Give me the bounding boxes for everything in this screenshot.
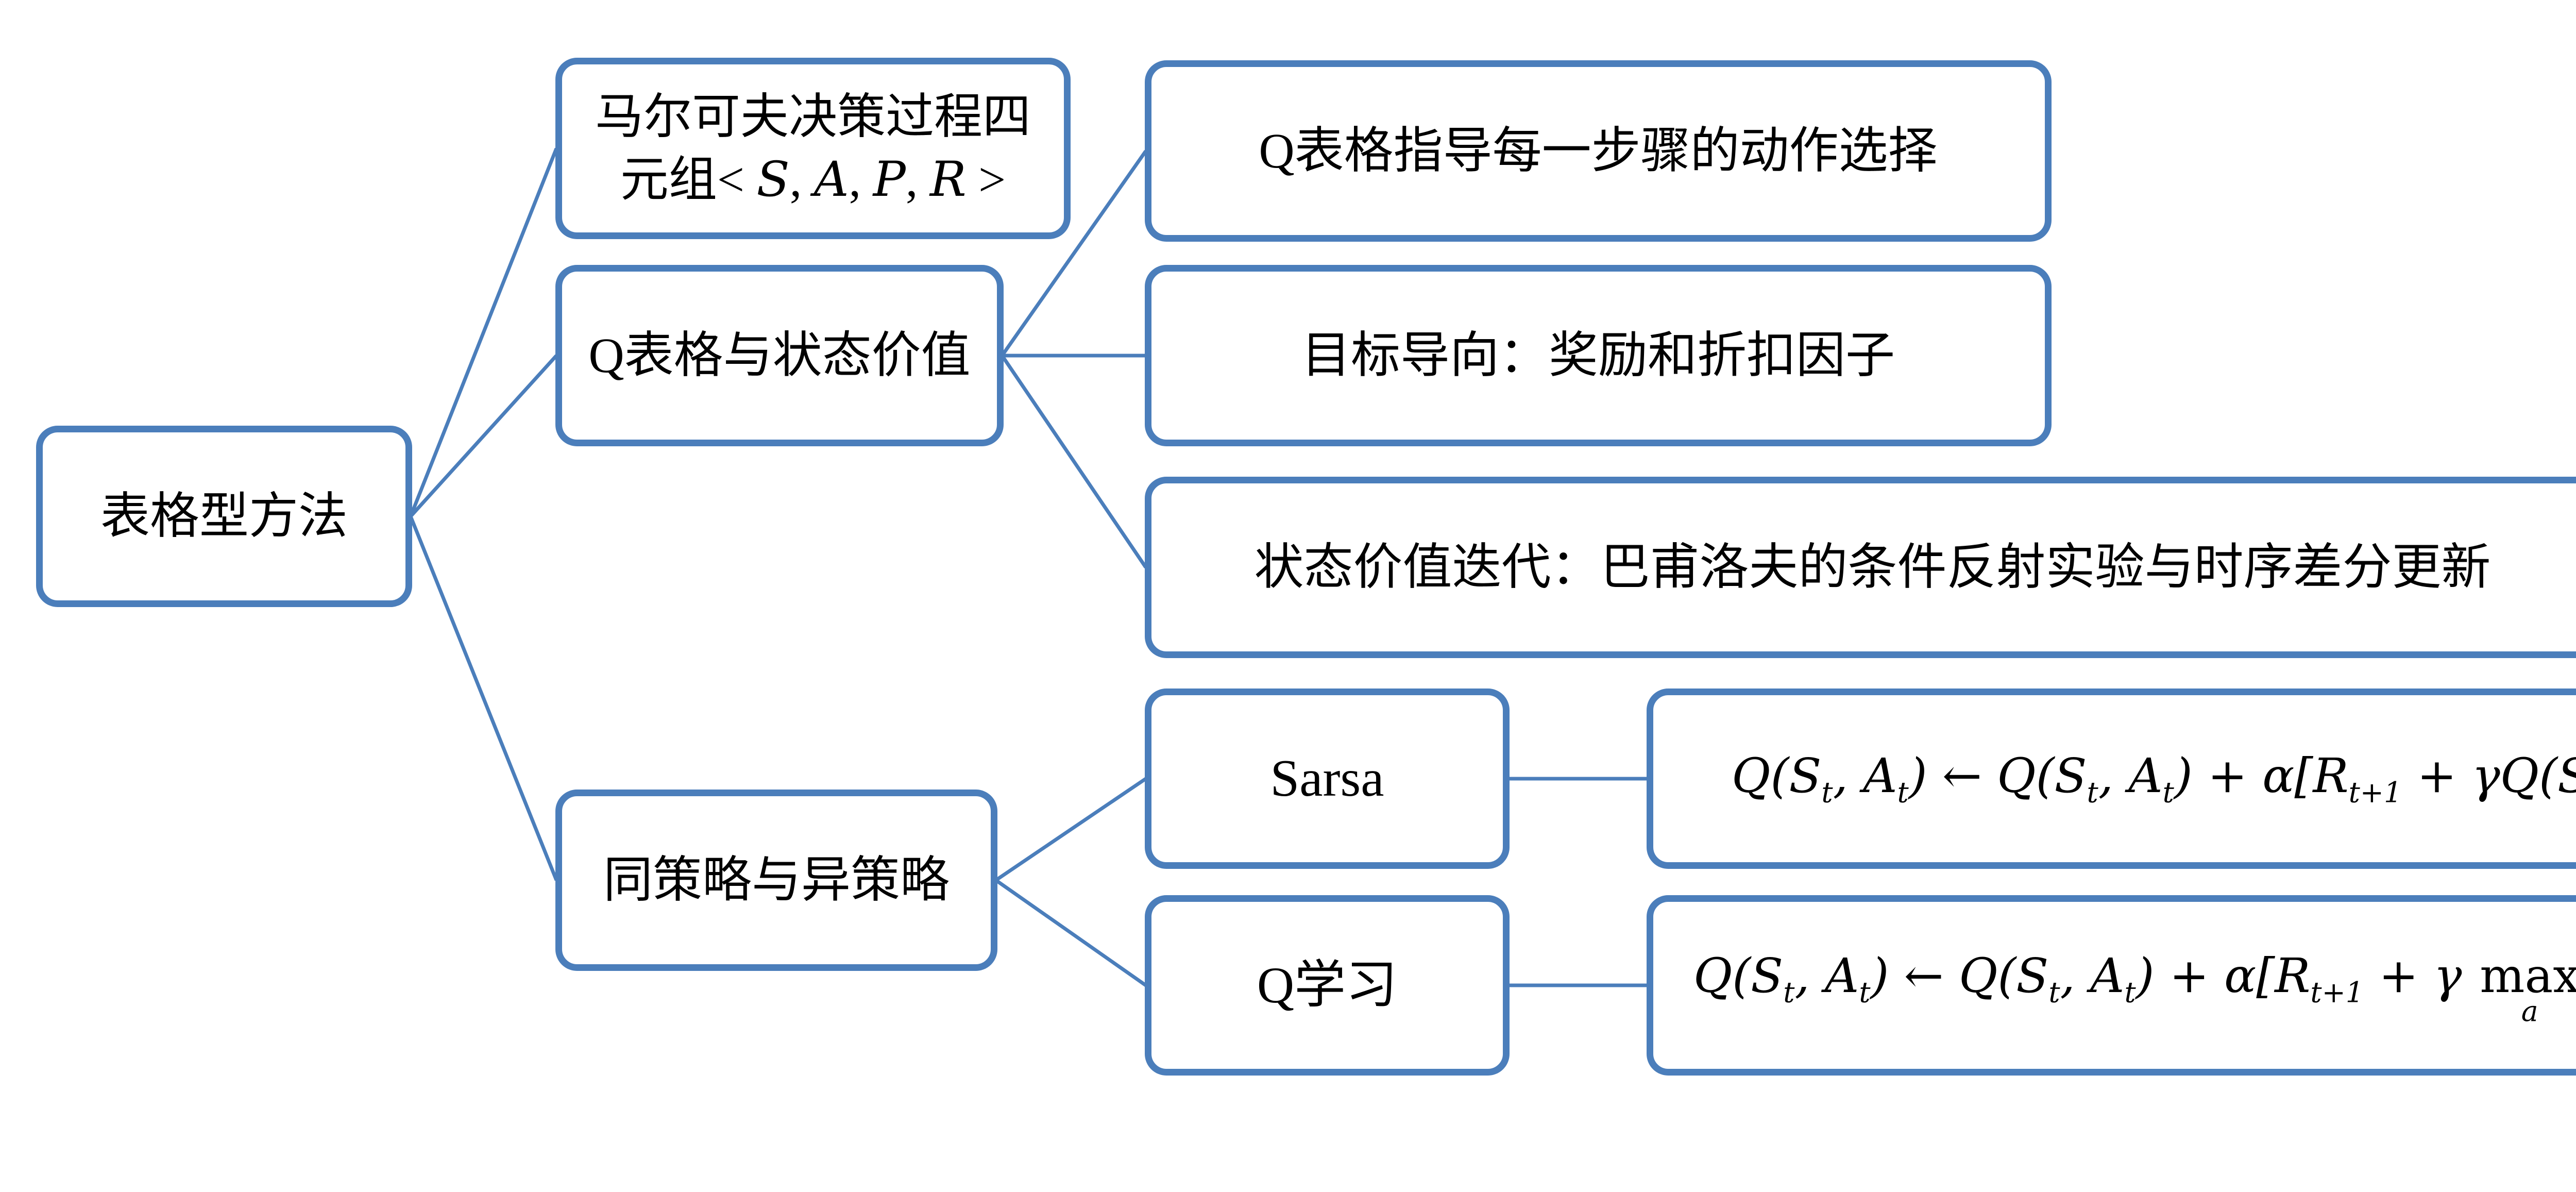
node-mdp-tuple-line1: 马尔可夫决策过程四 — [595, 90, 1031, 144]
node-qtable-guides-actions: Q表格指导每一步骤的动作选择 — [1145, 60, 2052, 242]
node-state-value-iteration: 状态价值迭代：巴甫洛夫的条件反射实验与时序差分更新 — [1145, 477, 2576, 658]
node-mdp-tuple: 马尔可夫决策过程四 元组< S, A, P, R > — [555, 58, 1071, 239]
node-qlearning-label: Q学习 — [1257, 956, 1398, 1014]
node-sarsa-formula: Q(St, At) ← Q(St, At) + α[Rt+1 + γQ(St+1… — [1647, 689, 2576, 869]
connector-policy-sarsa — [995, 777, 1147, 882]
node-goal-oriented: 目标导向：奖励和折扣因子 — [1145, 265, 2052, 446]
node-qtable-guides-actions-label: Q表格指导每一步骤的动作选择 — [1259, 123, 1938, 178]
node-sarsa-formula-text: Q(St, At) ← Q(St, At) + α[Rt+1 + γQ(St+1… — [1732, 748, 2576, 810]
node-mdp-tuple-line2: 元组< S, A, P, R > — [620, 152, 1006, 208]
node-qtable-state-value: Q表格与状态价值 — [555, 265, 1004, 446]
node-qtable-state-value-label: Q表格与状态价值 — [588, 327, 971, 383]
node-onpolicy-offpolicy-label: 同策略与异策略 — [603, 852, 950, 908]
connector-qtable-valueiter — [1001, 355, 1147, 568]
node-qlearning: Q学习 — [1145, 895, 1510, 1076]
node-state-value-iteration-label: 状态价值迭代：巴甫洛夫的条件反射实验与时序差分更新 — [1254, 539, 2491, 595]
connector-root-policy — [409, 515, 558, 881]
node-sarsa: Sarsa — [1145, 689, 1510, 869]
node-root: 表格型方法 — [36, 426, 412, 607]
connector-root-mdp — [409, 147, 558, 517]
node-onpolicy-offpolicy: 同策略与异策略 — [555, 790, 997, 971]
node-root-label: 表格型方法 — [100, 488, 348, 544]
connector-policy-qlearning — [994, 879, 1147, 987]
connector-qtable-guides — [1001, 149, 1147, 357]
connector-root-qtable — [409, 354, 558, 518]
node-goal-oriented-label: 目标导向：奖励和折扣因子 — [1301, 327, 1895, 383]
node-sarsa-label: Sarsa — [1270, 749, 1384, 808]
